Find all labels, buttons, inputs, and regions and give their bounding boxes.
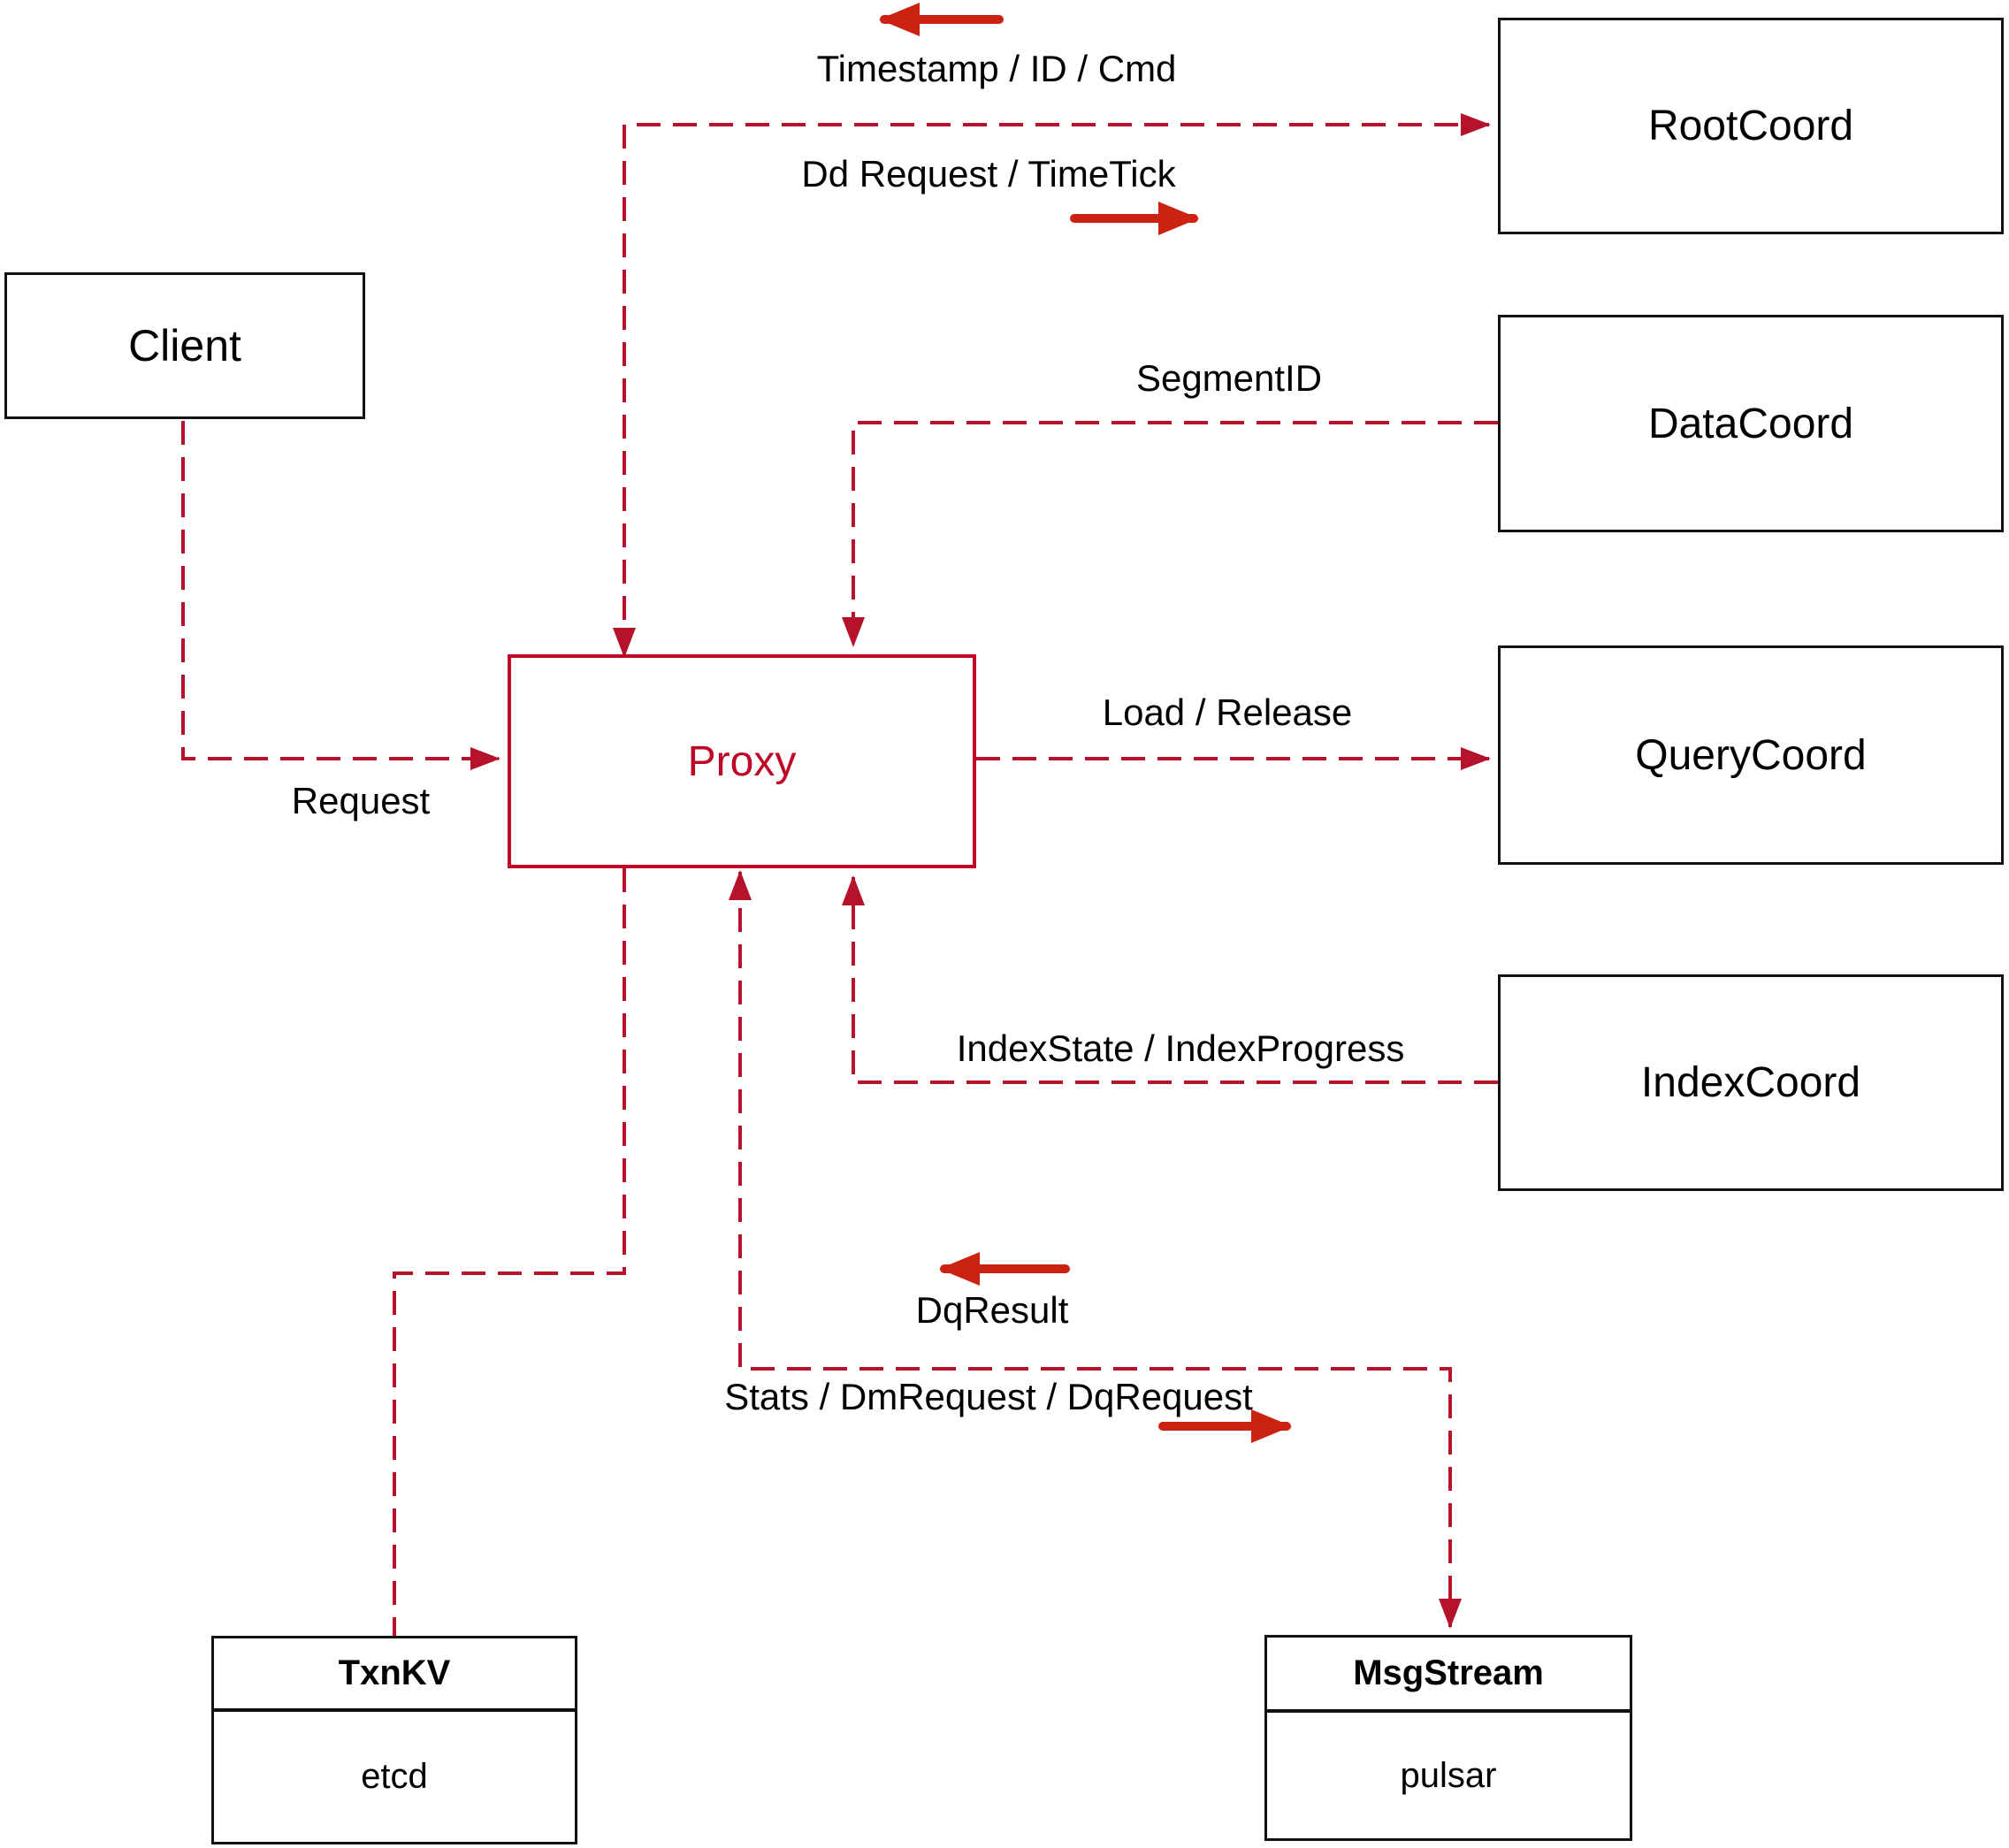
msgstream-title: MsgStream xyxy=(1267,1638,1630,1713)
datacoord-label: DataCoord xyxy=(1647,400,1854,447)
proxy-node: Proxy xyxy=(508,654,976,868)
edge-datacoord-proxy xyxy=(842,421,1498,647)
rootcoord-label: RootCoord xyxy=(1647,103,1854,149)
txnkv-value: etcd xyxy=(361,1757,428,1796)
txnkv-title: TxnKV xyxy=(214,1638,575,1712)
edge-proxy-rootcoord xyxy=(613,113,1491,658)
indexcoord-node: IndexCoord xyxy=(1498,974,2004,1191)
txnkv-node: TxnKV etcd xyxy=(211,1636,577,1844)
edge-label-request: Request xyxy=(291,780,431,821)
msgstream-value: pulsar xyxy=(1400,1755,1497,1795)
proxy-label: Proxy xyxy=(687,737,797,785)
edge-label-stats: Stats / DmRequest / DqRequest xyxy=(724,1376,1253,1417)
msgstream-node: MsgStream pulsar xyxy=(1264,1635,1632,1841)
edge-label-segment-id: SegmentID xyxy=(1135,357,1323,399)
rootcoord-node: RootCoord xyxy=(1498,18,2004,234)
edge-proxy-msgstream xyxy=(729,870,1462,1629)
edge-client-proxy xyxy=(181,421,500,770)
datacoord-node: DataCoord xyxy=(1498,315,2004,532)
edge-proxy-txnkv xyxy=(393,868,626,1636)
client-node: Client xyxy=(4,272,365,419)
edge-label-load-release: Load / Release xyxy=(1102,691,1353,733)
edge-label-dq-result: DqResult xyxy=(915,1289,1069,1331)
indexcoord-label: IndexCoord xyxy=(1640,1059,1861,1106)
edge-label-index-state: IndexState / IndexProgress xyxy=(956,1027,1405,1069)
edge-label-timestamp: Timestamp / ID / Cmd xyxy=(816,48,1177,89)
edge-label-dd-request: Dd Request / TimeTick xyxy=(801,153,1176,195)
querycoord-label: QueryCoord xyxy=(1635,731,1867,779)
querycoord-node: QueryCoord xyxy=(1498,645,2004,865)
client-label: Client xyxy=(128,321,241,370)
